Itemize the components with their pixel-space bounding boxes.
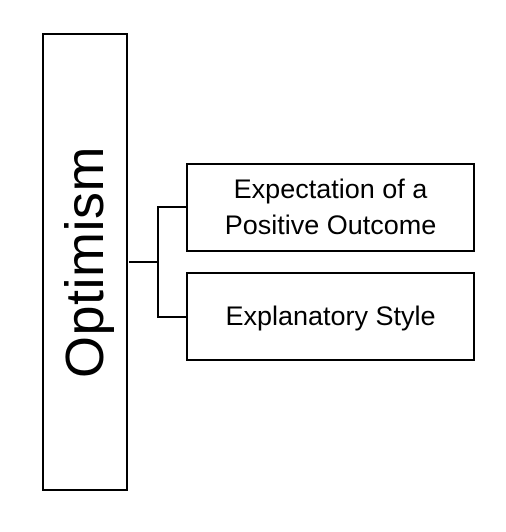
child-node-expectation: Expectation of a Positive Outcome	[186, 163, 475, 252]
child-node-label: Explanatory Style	[225, 300, 436, 331]
child-node-label: Expectation of a Positive Outcome	[224, 174, 437, 240]
child-node-explanatory-style: Explanatory Style	[186, 272, 475, 361]
root-node-label: Optimism	[55, 146, 115, 378]
root-node-optimism: Optimism	[42, 33, 128, 491]
